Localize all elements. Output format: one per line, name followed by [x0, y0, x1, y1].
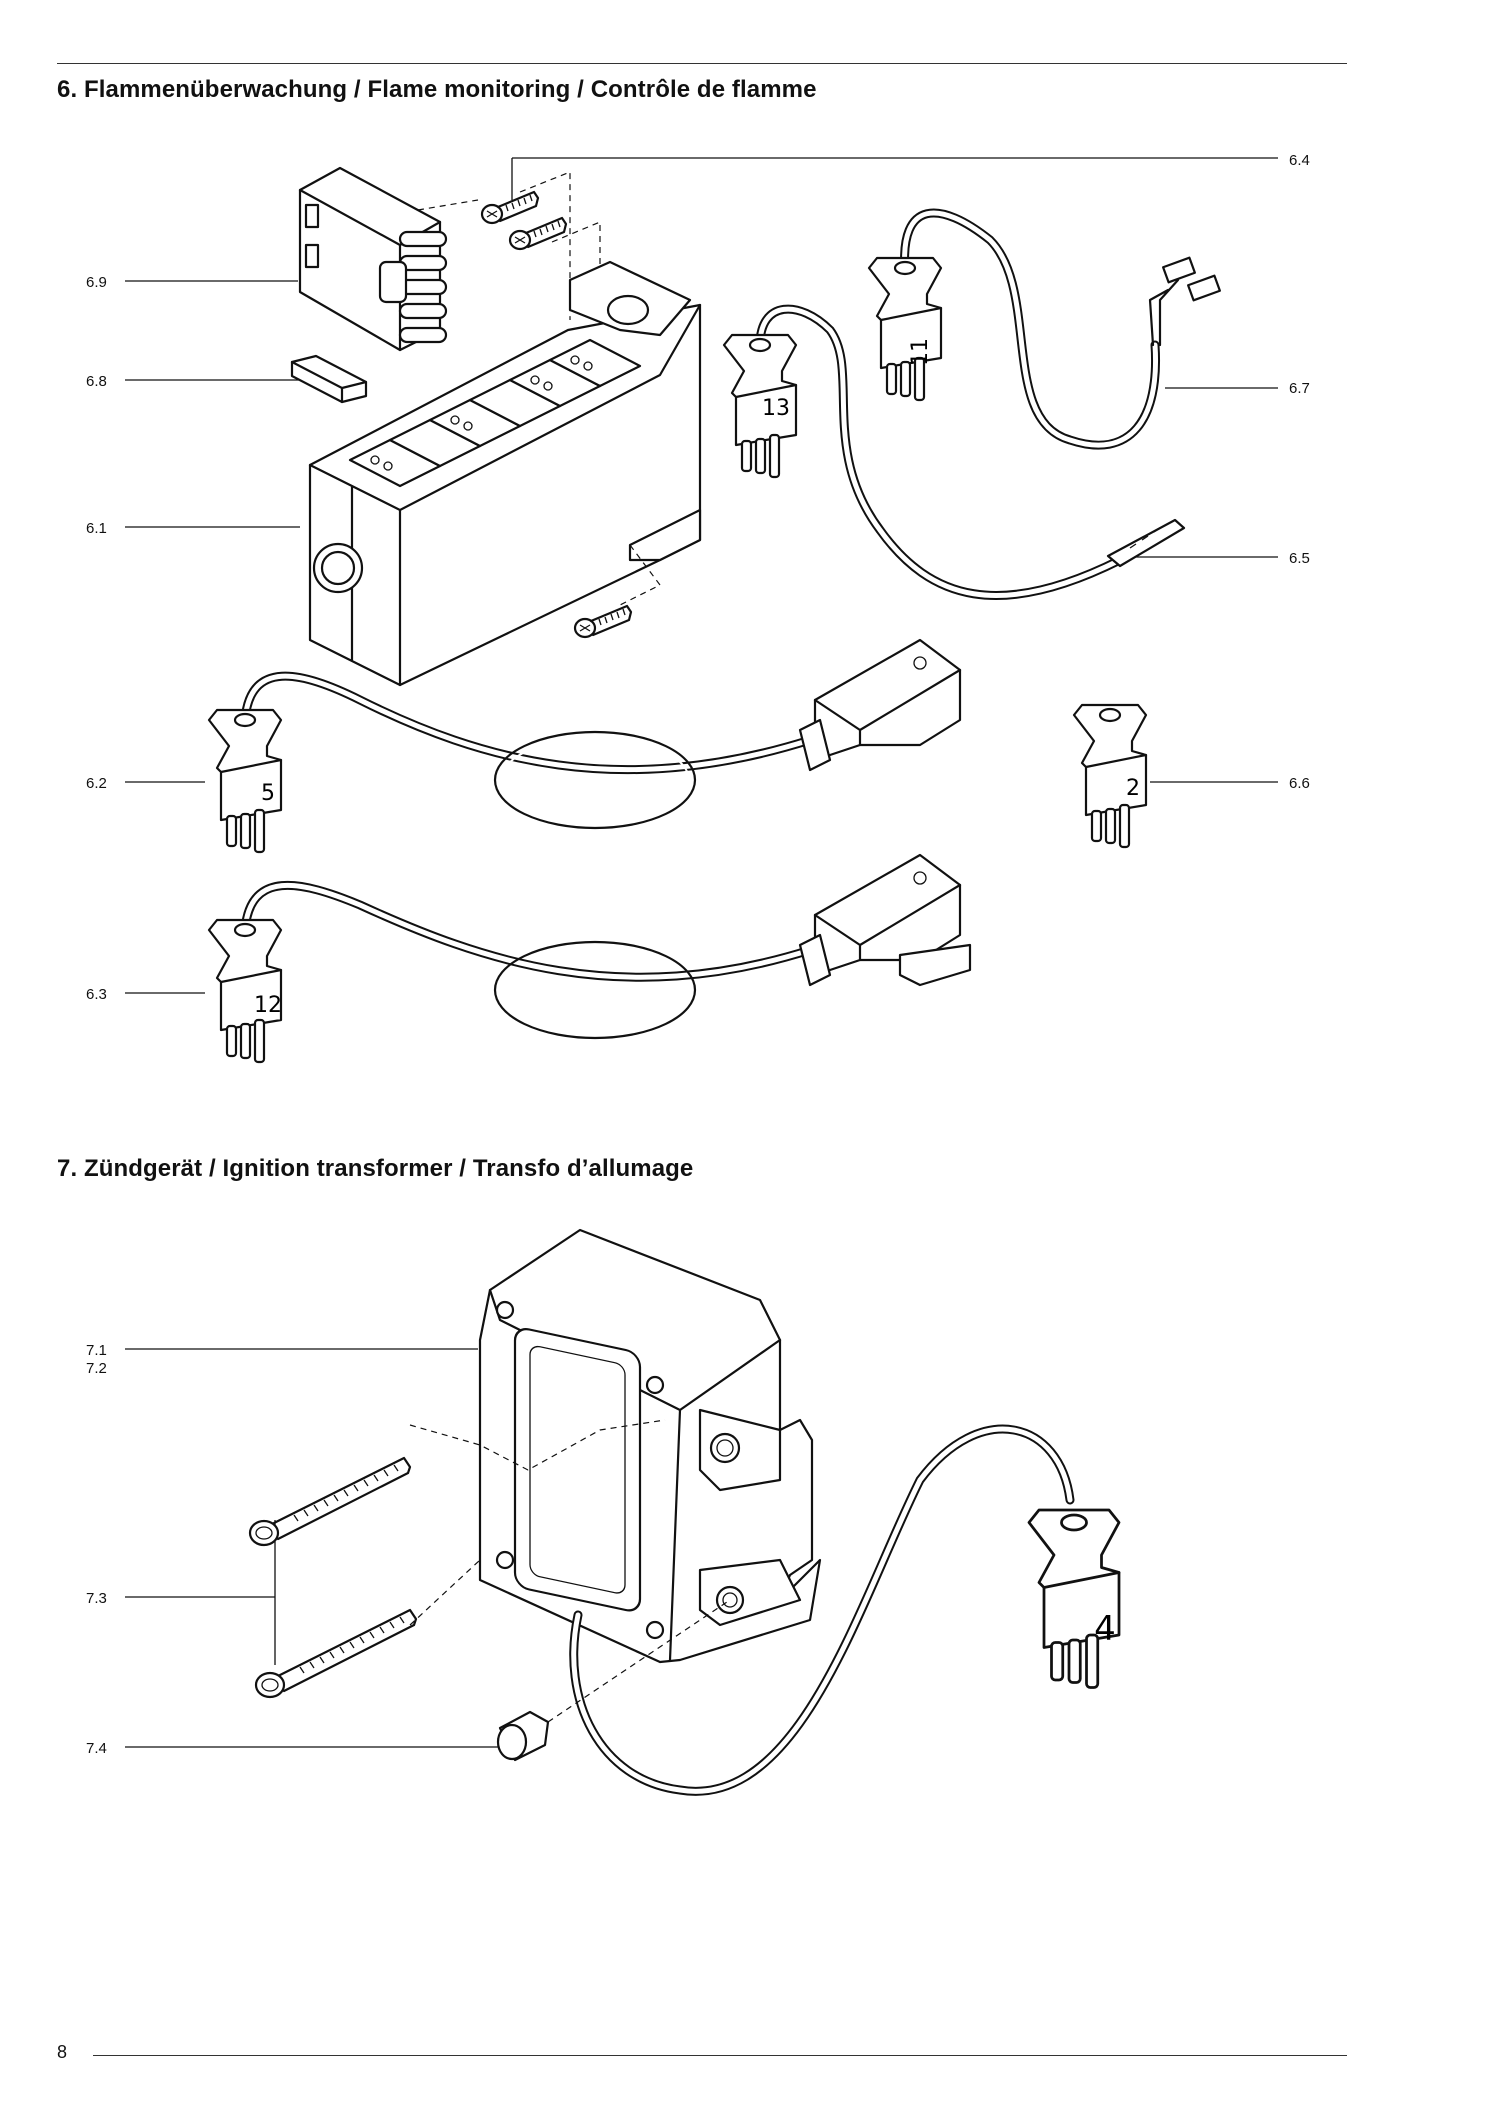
callout-6-3: 6.3: [86, 986, 107, 1003]
part-7-3-long-screws: [248, 1419, 666, 1699]
callout-7-4: 7.4: [86, 1740, 107, 1757]
callout-6-7: 6.7: [1289, 380, 1310, 397]
leader-lines: [125, 157, 1278, 1748]
callout-6-6: 6.6: [1289, 775, 1310, 792]
page-number: 8: [57, 2042, 68, 2062]
plug-number-5: 5: [261, 781, 275, 806]
bottom-rule: [93, 2055, 1347, 2056]
callout-7-1: 7.1: [86, 1342, 107, 1359]
callout-6-9: 6.9: [86, 274, 107, 291]
section-7-title: 7. Zündgerät / Ignition transformer / Tr…: [57, 1155, 694, 1182]
callout-6-2: 6.2: [86, 775, 107, 792]
section-6-title: 6. Flammenüberwachung / Flame monitoring…: [57, 76, 817, 103]
part-7-4-cap: [496, 1599, 731, 1762]
callout-6-1: 6.1: [86, 520, 107, 537]
part-6-3-plug-12-cable: 12: [207, 853, 972, 1064]
part-6-8-cover: [290, 354, 368, 404]
plug-number-12: 12: [254, 993, 282, 1018]
callout-6-4: 6.4: [1289, 152, 1310, 169]
part-6-7-plug-11-cable: 11: [867, 208, 1221, 450]
plug-number-13: 13: [762, 396, 790, 421]
callout-6-5: 6.5: [1289, 550, 1310, 567]
plug-number-11: 11: [908, 338, 933, 366]
part-6-2-plug-5-cable: 5: [207, 638, 962, 854]
part-6-1-control-unit: [308, 260, 702, 687]
callout-7-3: 7.3: [86, 1590, 107, 1607]
top-rule: [57, 63, 1347, 64]
part-6-5-plug-13-sensor: 13: [722, 304, 1186, 600]
callout-7-2: 7.2: [86, 1360, 107, 1377]
part-6-6-plug-2: 2: [1072, 703, 1148, 849]
callout-6-8: 6.8: [86, 373, 107, 390]
plug-number-4: 4: [1094, 1609, 1116, 1649]
plug-number-2: 2: [1126, 776, 1140, 801]
part-7-1-ignition-transformer: [478, 1228, 822, 1664]
part-6-9-module: [298, 166, 479, 352]
part-7-2-ignition-cable-plug-4: 4: [569, 1424, 1121, 1796]
